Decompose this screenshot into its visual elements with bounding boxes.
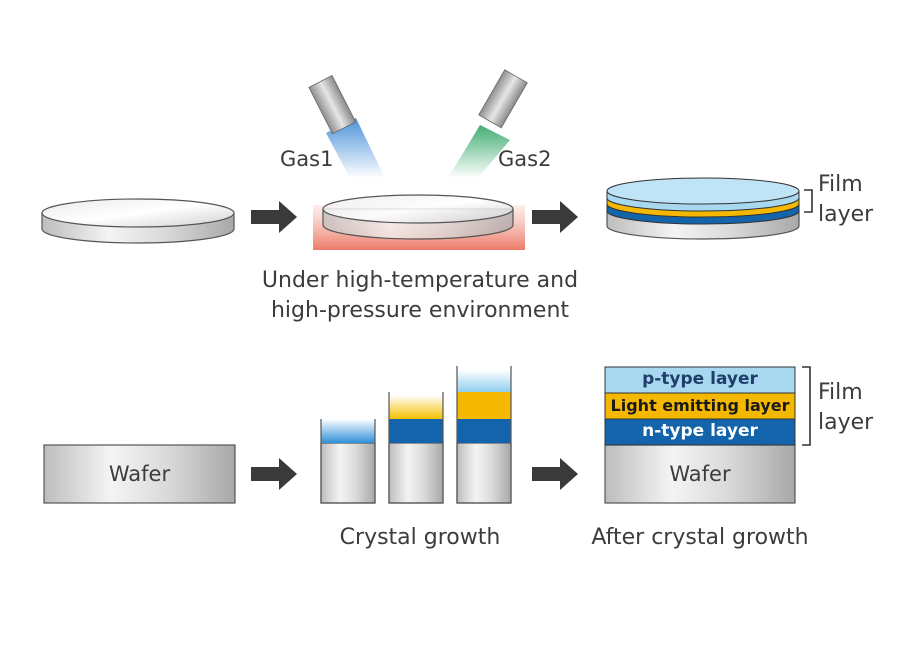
- gas2-label: Gas2: [498, 147, 552, 171]
- film-layer-label-bottom: Film layer: [818, 378, 873, 438]
- arrow-right-icon: [532, 201, 578, 233]
- wafer-label-after: Wafer: [669, 462, 731, 486]
- layered-wafer-block: [604, 366, 796, 504]
- process-caption-line-2: high-pressure environment: [270, 298, 570, 323]
- film-label-line-2: layer: [818, 202, 874, 227]
- arrow-right-icon: [532, 458, 578, 490]
- light-emitting-layer-label: Light emitting layer: [610, 396, 790, 415]
- wafer-disk-heated: [322, 194, 514, 240]
- n-type-layer-label: n-type layer: [642, 421, 758, 441]
- wafer-label: Wafer: [108, 462, 171, 486]
- arrow-right-icon: [251, 201, 297, 233]
- process-caption: Under high-temperature and high-pressure…: [235, 266, 605, 326]
- process-caption-line-1: Under high-temperature and: [261, 268, 579, 293]
- p-type-layer-label: p-type layer: [642, 369, 758, 389]
- film-label-line-1: Film: [818, 172, 863, 197]
- film-label-line-1: Film: [818, 380, 863, 405]
- wafer-block: [43, 444, 236, 504]
- growth-column-2: [388, 392, 444, 504]
- gas1-nozzle: [308, 75, 385, 178]
- after-crystal-growth-caption: After crystal growth: [591, 525, 809, 550]
- growth-column-3: [456, 366, 512, 504]
- arrow-shaft: [251, 467, 279, 481]
- crystal-growth-caption: Crystal growth: [339, 525, 501, 550]
- growth-column-1: [320, 419, 376, 504]
- film-bracket: [802, 366, 811, 446]
- film-layer-label-top: Film layer: [818, 170, 873, 230]
- gas1-label: Gas1: [280, 147, 334, 171]
- film-bracket: [804, 189, 813, 213]
- gas2-nozzle: [448, 69, 528, 178]
- wafer-disk-plain: [41, 198, 235, 244]
- wafer-disk-with-film: [606, 177, 800, 240]
- film-label-line-2: layer: [818, 410, 874, 435]
